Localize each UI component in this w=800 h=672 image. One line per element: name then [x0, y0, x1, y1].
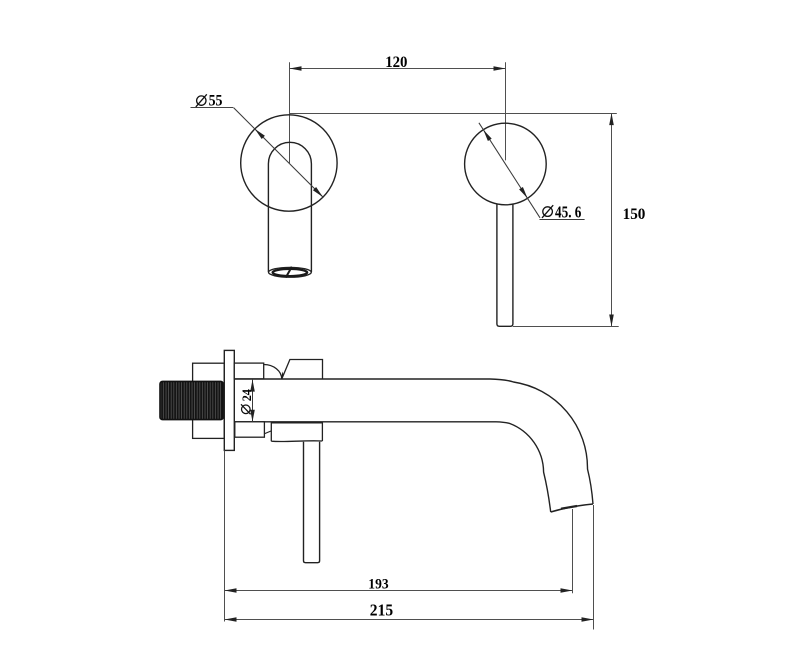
- svg-text:193: 193: [368, 577, 388, 593]
- svg-text:45. 6: 45. 6: [555, 202, 581, 221]
- svg-text:24: 24: [239, 389, 254, 402]
- svg-text:55: 55: [209, 93, 223, 110]
- svg-text:215: 215: [370, 601, 393, 620]
- svg-text:120: 120: [385, 54, 407, 71]
- svg-text:150: 150: [623, 206, 646, 223]
